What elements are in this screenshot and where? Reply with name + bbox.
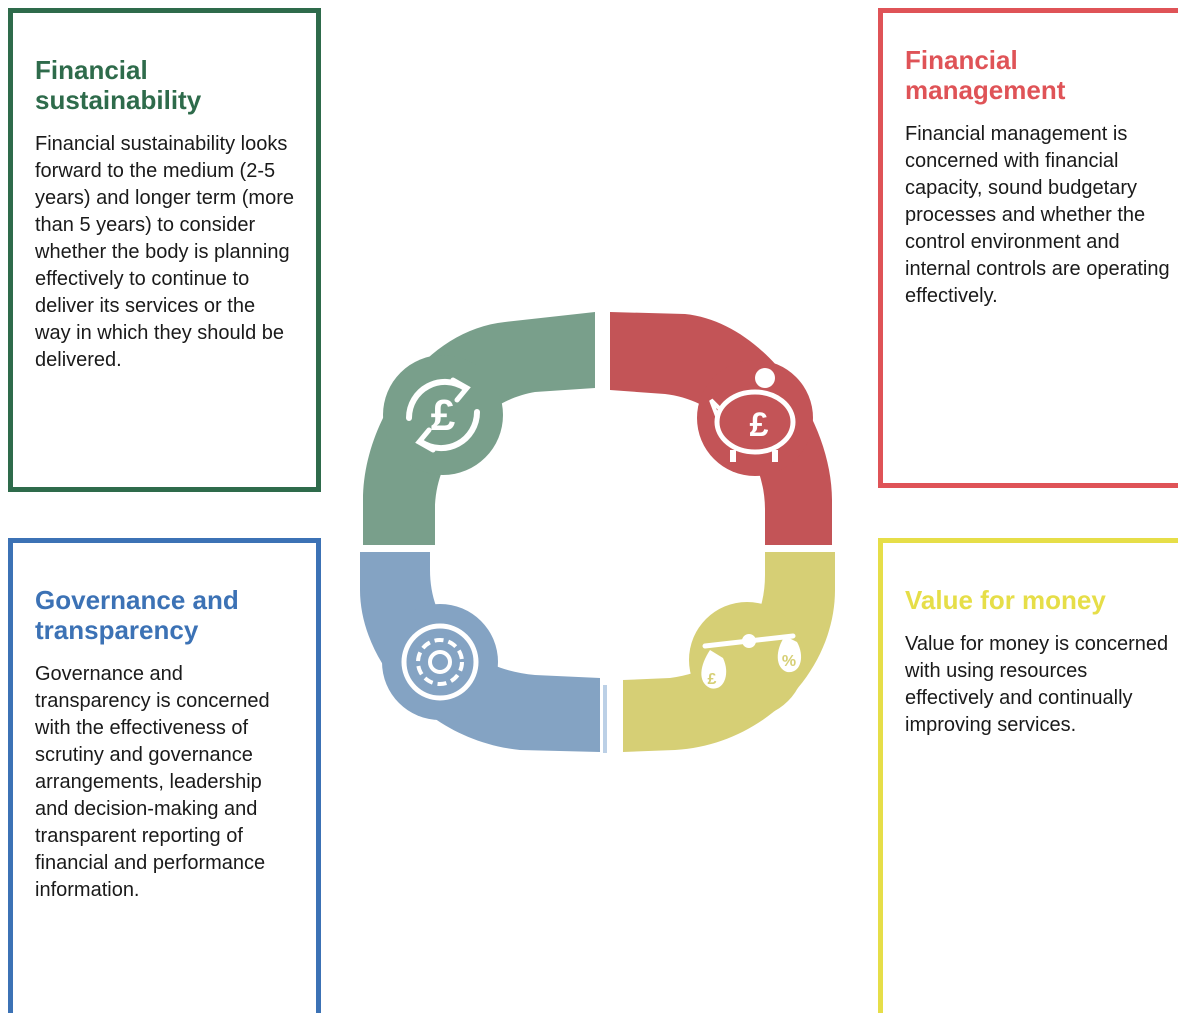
cycle-diagram: £ £ £ % [360,312,835,753]
governance-transparency-panel: Governance and transparency Governance a… [8,538,321,1013]
piggy-bank-icon: £ [709,368,796,462]
value-for-money-title: Value for money [905,585,1106,615]
scales-percent-symbol: % [782,653,796,670]
governance-transparency-title: Governance and transparency [35,585,239,645]
divider-bottom [603,685,607,753]
pound-cycle-icon-bg [383,355,503,475]
gear-icon [401,623,479,701]
pound-symbol: £ [431,391,456,440]
financial-management-body: Financial management is concerned with f… [905,123,1170,307]
value-for-money-panel: Value for money Value for money is conce… [878,538,1178,1013]
financial-sustainability-title: Financial sustainability [35,55,202,115]
piggy-pound-symbol: £ [750,406,769,444]
piggy-bank-icon-bg [697,360,813,476]
financial-management-panel: Financial management Financial managemen… [878,8,1178,488]
pound-cycle-icon: £ [405,377,481,453]
value-for-money-body: Value for money is concerned with using … [905,633,1169,736]
gear-icon-bg [382,604,498,720]
scales-pound-symbol: £ [708,671,717,688]
financial-sustainability-panel: Financial sustainability Financial susta… [8,8,321,492]
financial-sustainability-body: Financial sustainability looks forward t… [35,133,294,371]
scales-icon-bg [689,602,805,718]
financial-management-title: Financial management [905,45,1066,105]
scales-icon: £ % [701,633,802,689]
governance-transparency-body: Governance and transparency is concerned… [35,663,270,901]
